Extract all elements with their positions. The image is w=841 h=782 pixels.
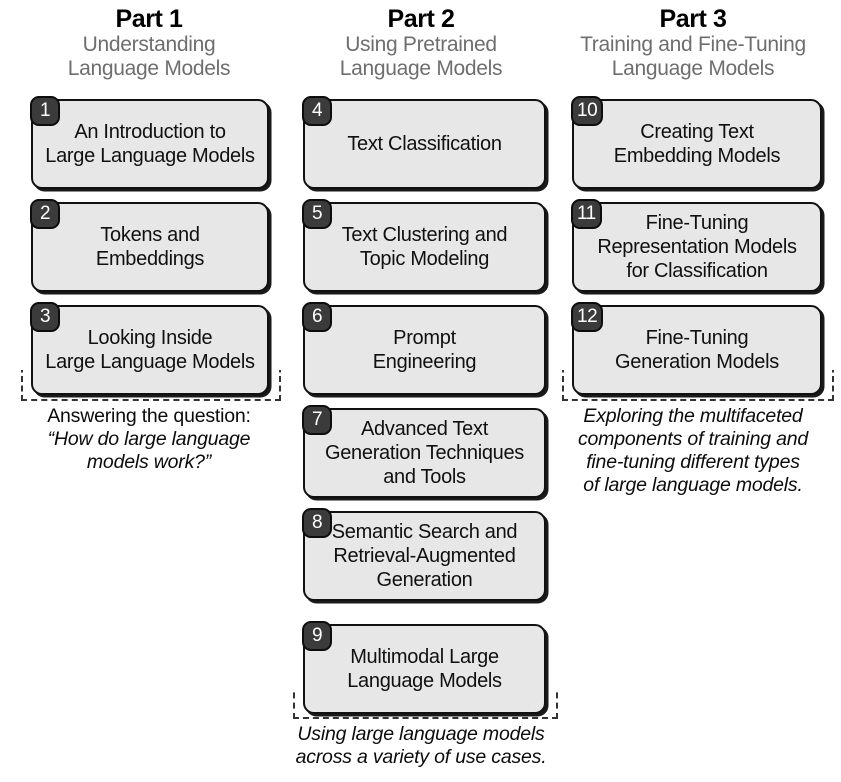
- part-subtitle: Using Pretrained Language Models: [339, 33, 503, 80]
- part-subtitle: Training and Fine-Tuning Language Models: [580, 33, 806, 80]
- chapter-number-badge: 2: [30, 199, 60, 229]
- chapter-number-badge: 8: [302, 508, 332, 538]
- chapter-title: Text Classification: [347, 133, 502, 155]
- chapter-title: Text Clustering and Topic Modeling: [341, 224, 508, 270]
- chapter-number-badge: 12: [571, 302, 604, 332]
- caption-plain-line: Answering the question:: [47, 405, 251, 427]
- chapter-number-badge: 10: [571, 96, 604, 126]
- chapter-number-badge: 9: [302, 621, 332, 651]
- chapter-number-badge: 7: [302, 405, 332, 435]
- part-title: Part 3: [659, 5, 727, 33]
- chapter-title: An Introduction to Large Language Models: [45, 121, 255, 167]
- part-caption-3: Exploring the multifaceted components of…: [560, 405, 826, 497]
- caption-italic-line: Exploring the multifaceted components of…: [577, 405, 809, 496]
- chapter-number-badge: 11: [571, 199, 602, 229]
- chapter-number-badge: 3: [30, 302, 60, 332]
- chapter-title: Advanced Text Generation Techniques and …: [324, 418, 525, 488]
- part-title: Part 2: [387, 5, 455, 33]
- chapter-title: Semantic Search and Retrieval-Augmented …: [331, 521, 518, 591]
- chapter-number-badge: 6: [302, 302, 332, 332]
- chapter-number-badge: 4: [302, 96, 332, 126]
- chapter-number-badge: 1: [30, 96, 60, 126]
- part-title: Part 1: [115, 5, 183, 33]
- chapter-title: Fine-Tuning Generation Models: [615, 327, 779, 373]
- chapter-number-badge: 5: [302, 199, 332, 229]
- part-caption-1: Answering the question:“How do large lan…: [18, 405, 280, 474]
- caption-italic-line: “How do large language models work?”: [47, 428, 251, 473]
- chapter-title: Prompt Engineering: [372, 327, 477, 373]
- chapter-title: Multimodal Large Language Models: [347, 646, 502, 692]
- chapter-title: Looking Inside Large Language Models: [45, 327, 255, 373]
- chapter-title: Tokens and Embeddings: [95, 224, 205, 270]
- caption-italic-line: Using large language models across a var…: [295, 723, 547, 768]
- chapter-title: Creating Text Embedding Models: [613, 121, 781, 167]
- part-subtitle: Understanding Language Models: [67, 33, 231, 80]
- chapter-title: Fine-Tuning Representation Models for Cl…: [597, 212, 797, 282]
- part-caption-2: Using large language models across a var…: [290, 723, 552, 769]
